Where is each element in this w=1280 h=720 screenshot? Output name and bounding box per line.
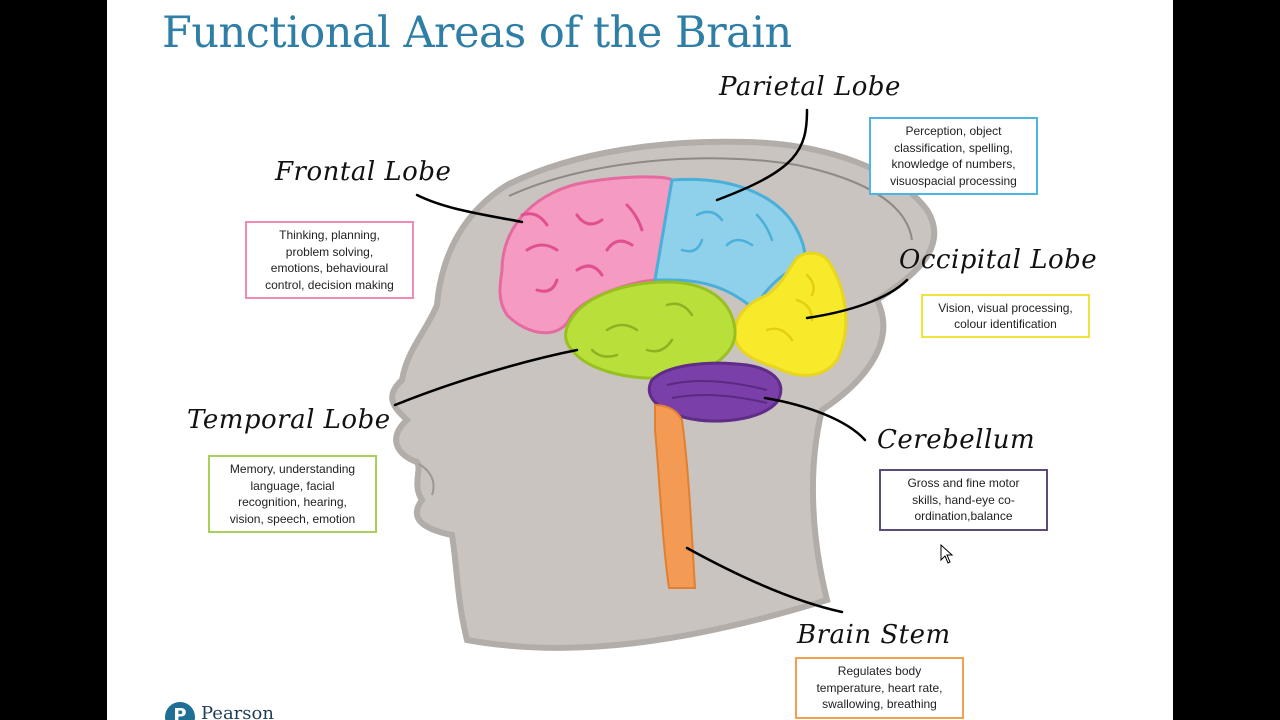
frontal-description-box: Thinking, planning, problem solving, emo…: [245, 221, 414, 299]
temporal-description-line: vision, speech, emotion: [229, 511, 356, 526]
occipital-description-line: colour identification: [954, 317, 1057, 331]
temporal-description-line: Memory, understanding: [229, 462, 356, 476]
cerebellum-description-line: skills, hand-eye co-: [912, 492, 1015, 507]
brain-stem-pointer-line: [685, 546, 844, 614]
slide-title: Functional Areas of the Brain: [162, 8, 792, 58]
pearson-logo-icon: P: [165, 702, 195, 720]
cerebellum-description-box: Gross and fine motor skills, hand-eye co…: [879, 469, 1048, 531]
frontal-lobe-label: Frontal Lobe: [275, 157, 452, 187]
parietal-description-box: Perception, object classification, spell…: [869, 117, 1038, 195]
temporal-pointer-line: [393, 348, 579, 407]
parietal-lobe-label: Parietal Lobe: [719, 72, 901, 102]
parietal-pointer-line: [715, 108, 809, 202]
cerebellum-description-line: ordination,balance: [914, 509, 1013, 524]
cerebellum-pointer-line: [763, 396, 867, 442]
parietal-description-line: knowledge of numbers,: [891, 157, 1016, 171]
cerebellum-description-line: Gross and fine motor: [907, 476, 1020, 491]
occipital-description-line: Vision, visual processing,: [938, 300, 1073, 315]
occipital-lobe-shape: [733, 251, 848, 377]
parietal-description-line: classification, spelling,: [894, 140, 1013, 155]
mouse-pointer-icon: [940, 544, 954, 564]
temporal-description-line: recognition, hearing,: [238, 495, 347, 509]
slide: Functional Areas of the Brain: [107, 0, 1173, 720]
parietal-description-line: Perception, object: [905, 124, 1002, 138]
cerebellum-label: Cerebellum: [877, 425, 1036, 455]
temporal-description-line: language, facial: [250, 478, 335, 493]
occipital-lobe-label: Occipital Lobe: [899, 245, 1098, 275]
brain-diagram: [389, 108, 938, 651]
brain-stem-description-box: Regulates body temperature, heart rate, …: [795, 657, 964, 719]
pearson-logo: P Pearson: [165, 702, 274, 720]
parietal-description-line: visuospacial processing: [890, 173, 1017, 188]
frontal-description-line: problem solving,: [285, 244, 374, 259]
frontal-description-line: Thinking, planning,: [279, 228, 380, 242]
frontal-description-line: control, decision making: [265, 277, 394, 292]
brain-stem-description-line: temperature, heart rate,: [816, 680, 943, 695]
occipital-pointer-line: [805, 278, 909, 320]
brain-stem-description-line: Regulates body: [837, 664, 922, 679]
brain-stem-description-line: swallowing, breathing: [822, 697, 937, 712]
frontal-description-line: emotions, behavioural: [270, 261, 389, 275]
occipital-description-box: Vision, visual processing, colour identi…: [921, 294, 1090, 338]
temporal-description-box: Memory, understanding language, facial r…: [208, 455, 377, 533]
brain-stem-label: Brain Stem: [797, 620, 951, 650]
temporal-lobe-label: Temporal Lobe: [187, 405, 391, 435]
pearson-logo-text: Pearson: [201, 703, 274, 720]
frontal-pointer-line: [415, 193, 524, 224]
